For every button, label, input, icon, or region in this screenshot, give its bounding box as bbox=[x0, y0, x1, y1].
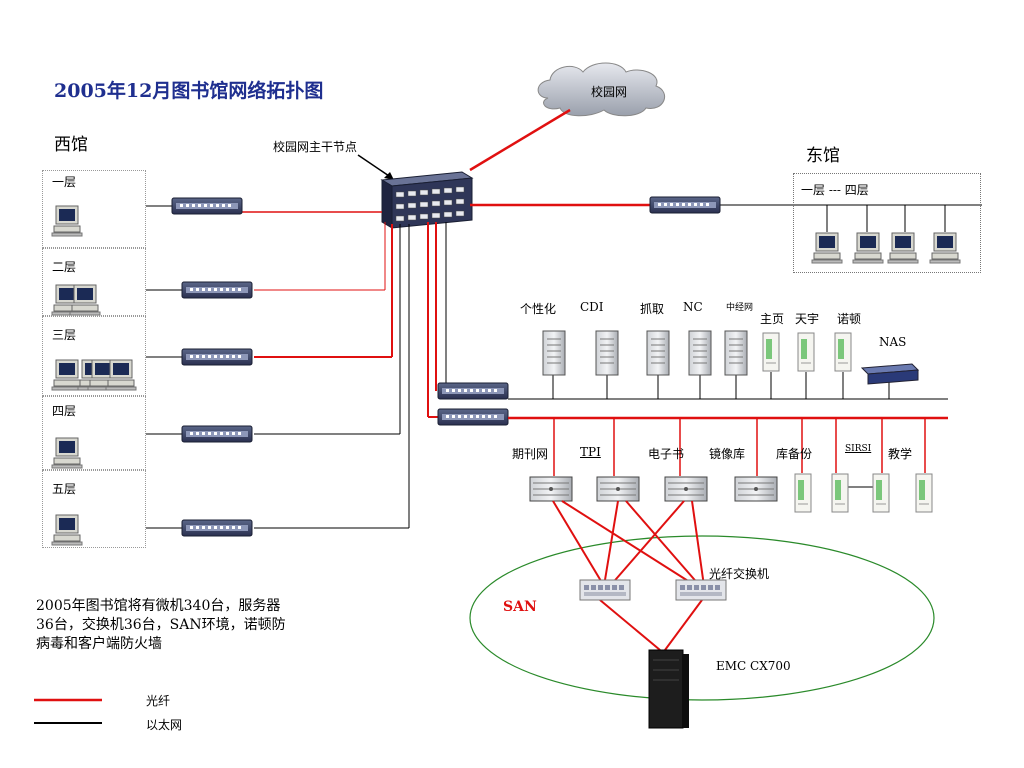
emc-label: EMC CX700 bbox=[716, 659, 791, 673]
server-ebook bbox=[664, 476, 708, 502]
switch-server-bottom bbox=[437, 408, 509, 426]
san-zone bbox=[469, 535, 935, 701]
label-nas: NAS bbox=[879, 335, 907, 349]
label-personalization: 个性化 bbox=[520, 302, 557, 316]
label-crawl: 抓取 bbox=[640, 302, 665, 316]
server-switch-links bbox=[427, 222, 447, 418]
backbone-arrow bbox=[357, 154, 393, 179]
fc-switch-label: 光纤交换机 bbox=[709, 567, 770, 581]
east-hall-title: 东馆 bbox=[806, 146, 840, 166]
switch-floor-1 bbox=[171, 197, 243, 215]
east-floor-box bbox=[793, 173, 981, 273]
switch-floor-4 bbox=[181, 425, 253, 443]
label-tpi: TPI bbox=[580, 445, 601, 459]
top-server-drops bbox=[552, 372, 890, 399]
label-teaching: 教学 bbox=[888, 447, 913, 461]
san-label: SAN bbox=[503, 599, 537, 615]
campus-network-cloud bbox=[537, 62, 666, 117]
core-switch bbox=[380, 171, 474, 229]
server-sirsi bbox=[831, 473, 849, 513]
label-nc: NC bbox=[683, 300, 703, 314]
floor-box-4 bbox=[42, 396, 146, 470]
fc-switch-1 bbox=[579, 579, 631, 601]
server-tpi bbox=[596, 476, 640, 502]
label-tianyu: 天宇 bbox=[795, 312, 820, 326]
server-personalization bbox=[542, 330, 566, 376]
label-cei: 中经网 bbox=[726, 303, 754, 313]
switch-east bbox=[649, 196, 721, 214]
west-floor-links bbox=[146, 205, 410, 529]
label-journal: 期刊网 bbox=[512, 447, 549, 461]
east-pc-drops bbox=[826, 205, 946, 232]
floor-label-4: 四层 bbox=[52, 404, 77, 418]
server-sirsi-2 bbox=[872, 473, 890, 513]
server-mirror bbox=[734, 476, 778, 502]
campus-net-label: 校园网 bbox=[591, 85, 628, 99]
server-norton bbox=[834, 332, 852, 372]
floor-label-1: 一层 bbox=[52, 175, 77, 189]
server-crawl bbox=[646, 330, 670, 376]
label-homepage: 主页 bbox=[760, 312, 785, 326]
label-backup: 库备份 bbox=[776, 447, 813, 461]
bottom-server-drops bbox=[553, 418, 926, 488]
server-cdi bbox=[595, 330, 619, 376]
label-cdi: CDI bbox=[580, 300, 604, 314]
floor-label-3: 三层 bbox=[52, 328, 77, 342]
san-fiber-links bbox=[552, 500, 705, 651]
emc-storage bbox=[648, 649, 689, 729]
label-sirsi: SIRSI bbox=[845, 444, 872, 454]
legend-ethernet-label: 以太网 bbox=[146, 718, 183, 732]
east-floors-label: 一层 --- 四层 bbox=[801, 183, 869, 197]
west-hall-title: 西馆 bbox=[54, 135, 88, 155]
label-ebook: 电子书 bbox=[648, 447, 685, 461]
floor-box-3 bbox=[42, 316, 146, 396]
server-tianyu bbox=[797, 332, 815, 372]
floor-label-2: 二层 bbox=[52, 260, 77, 274]
label-norton: 诺顿 bbox=[837, 312, 862, 326]
floor-label-5: 五层 bbox=[52, 482, 77, 496]
legend-fiber-label: 光纤 bbox=[146, 694, 171, 708]
switch-floor-5 bbox=[181, 519, 253, 537]
fc-switch-2 bbox=[675, 579, 727, 601]
nas-device bbox=[860, 363, 920, 385]
switch-floor-2 bbox=[181, 281, 253, 299]
server-homepage bbox=[762, 332, 780, 372]
server-backup bbox=[794, 473, 812, 513]
fiber-link-campus bbox=[469, 108, 571, 172]
backbone-node-label: 校园网主干节点 bbox=[273, 140, 358, 154]
floor-box-1 bbox=[42, 170, 146, 248]
server-journal bbox=[529, 476, 573, 502]
floor-box-2 bbox=[42, 248, 146, 316]
label-mirror: 镜像库 bbox=[709, 447, 746, 461]
switch-server-top bbox=[437, 382, 509, 400]
server-teaching bbox=[915, 473, 933, 513]
page-title: 2005年12月图书馆网络拓扑图 bbox=[54, 80, 324, 102]
switch-floor-3 bbox=[181, 348, 253, 366]
server-cei bbox=[724, 330, 748, 376]
server-nc bbox=[688, 330, 712, 376]
floor-box-5 bbox=[42, 470, 146, 548]
summary-note: 2005年图书馆将有微机340台，服务器36台，交换机36台，SAN环境，诺顿防… bbox=[36, 598, 286, 652]
